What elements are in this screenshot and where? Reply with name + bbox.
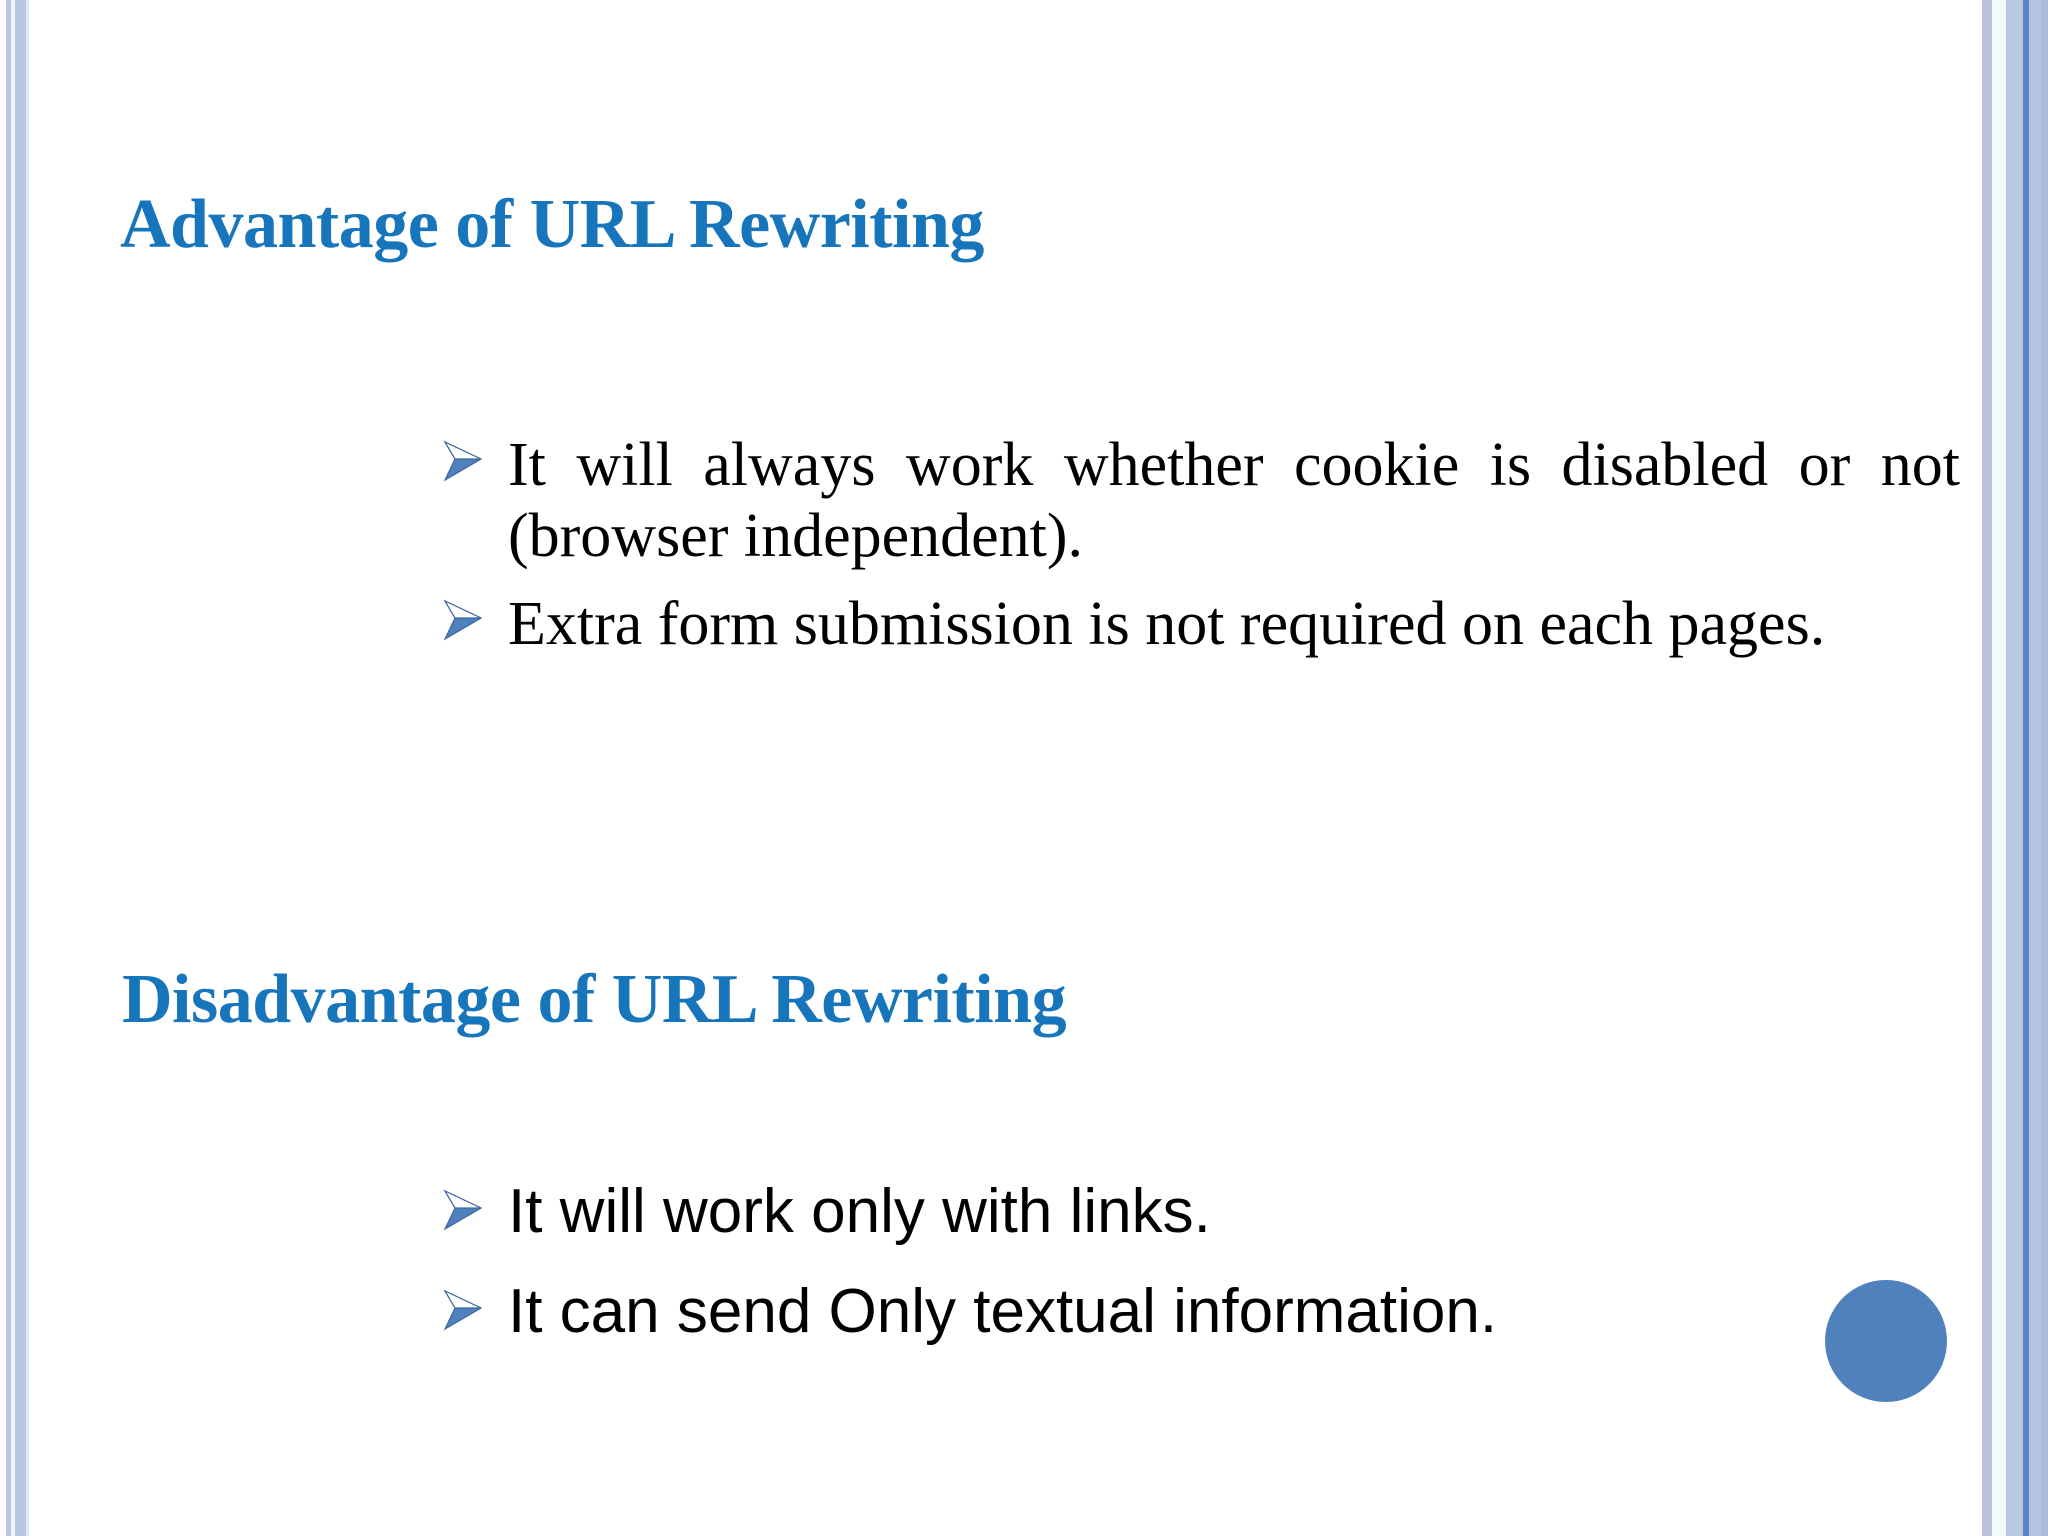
right-border-decoration <box>1958 0 2048 1536</box>
list-item: Extra form submission is not required on… <box>430 589 1960 660</box>
right-border-stripe-1 <box>1982 0 1992 1536</box>
arrowhead-bullet-icon <box>442 597 484 643</box>
right-border-stripe-6 <box>2041 0 2048 1536</box>
right-border-stripe-5 <box>2029 0 2041 1536</box>
right-border-stripe-3 <box>2006 0 2023 1536</box>
left-border-stripe-1 <box>6 0 11 1536</box>
decorative-circle <box>1825 1280 1947 1402</box>
list-item-text: Extra form submission is not required on… <box>508 590 1826 659</box>
list-item: It will always work whether cookie is di… <box>430 430 1960 571</box>
heading-disadvantage: Disadvantage of URL Rewriting <box>122 961 1067 1038</box>
left-border-stripe-3 <box>15 0 26 1536</box>
arrowhead-bullet-icon <box>442 1187 484 1233</box>
list-item: It can send Only textual information. <box>430 1275 1960 1349</box>
advantage-bullet-list: It will always work whether cookie is di… <box>430 430 1960 678</box>
right-border-stripe-2 <box>1992 0 2006 1536</box>
list-item-text: It will always work whether cookie is di… <box>508 431 1960 570</box>
list-item-text: It will work only with links. <box>508 1177 1211 1246</box>
left-border-decoration <box>0 0 34 1536</box>
left-border-stripe-2 <box>11 0 15 1536</box>
heading-advantage: Advantage of URL Rewriting <box>120 186 984 263</box>
arrowhead-bullet-icon <box>442 1287 484 1333</box>
arrowhead-bullet-icon <box>442 438 484 484</box>
right-border-stripe-4 <box>2023 0 2029 1536</box>
left-border-stripe-4 <box>26 0 29 1536</box>
list-item-text: It can send Only textual information. <box>508 1277 1498 1347</box>
list-item: It will work only with links. <box>430 1175 1960 1249</box>
disadvantage-bullet-list: It will work only with links. It can sen… <box>430 1175 1960 1376</box>
